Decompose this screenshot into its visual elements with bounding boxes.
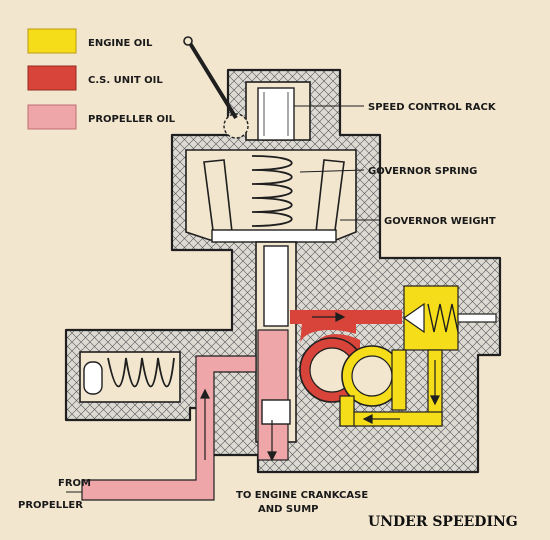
pump-gear-right-hub bbox=[351, 355, 393, 397]
to-engine-label-line1: TO ENGINE CRANKCASE bbox=[236, 490, 368, 501]
engine-oil-swatch bbox=[27, 28, 77, 54]
relief-valve-plug bbox=[83, 361, 103, 395]
propeller-oil-swatch bbox=[27, 104, 77, 130]
diagram-caption: UNDER SPEEDING bbox=[368, 514, 518, 530]
engine-oil-label: ENGINE OIL bbox=[88, 38, 153, 49]
pilot-valve-stem bbox=[263, 245, 289, 327]
cs-unit-oil-label: C.S. UNIT OIL bbox=[88, 75, 163, 86]
legend-item-propeller-oil: PROPELLER OIL bbox=[27, 104, 176, 130]
control-lever bbox=[186, 38, 238, 120]
governor-spring bbox=[251, 155, 293, 227]
propeller-oil-label: PROPELLER OIL bbox=[88, 114, 176, 125]
relief-valve-spring bbox=[427, 303, 459, 333]
cs-unit-oil-swatch bbox=[27, 65, 77, 91]
legend-item-engine-oil: ENGINE OIL bbox=[27, 28, 153, 54]
governor-weight-label: GOVERNOR WEIGHT bbox=[384, 216, 496, 227]
pinion-gear bbox=[223, 113, 249, 139]
speed-control-rack-label: SPEED CONTROL RACK bbox=[368, 102, 497, 113]
relief-valve-stem bbox=[457, 313, 497, 323]
relief-spring bbox=[107, 357, 175, 388]
flow-arrows bbox=[200, 312, 440, 462]
legend: ENGINE OIL C.S. UNIT OIL PROPELLER OIL bbox=[27, 28, 176, 130]
governor-spring-label: GOVERNOR SPRING bbox=[368, 166, 477, 177]
leader-lines bbox=[66, 105, 380, 493]
relief-valve-cone bbox=[402, 302, 425, 334]
propeller-label: PROPELLER bbox=[18, 500, 83, 511]
speed-control-rack bbox=[257, 87, 295, 141]
legend-item-cs-unit-oil: C.S. UNIT OIL bbox=[27, 65, 163, 91]
propeller-oil-passage bbox=[81, 329, 289, 501]
to-engine-label-line2: AND SUMP bbox=[258, 504, 319, 515]
from-label: FROM bbox=[58, 478, 91, 489]
pilot-valve-land bbox=[261, 399, 291, 425]
weight-carrier bbox=[211, 229, 337, 243]
lever-pivot bbox=[183, 36, 193, 46]
